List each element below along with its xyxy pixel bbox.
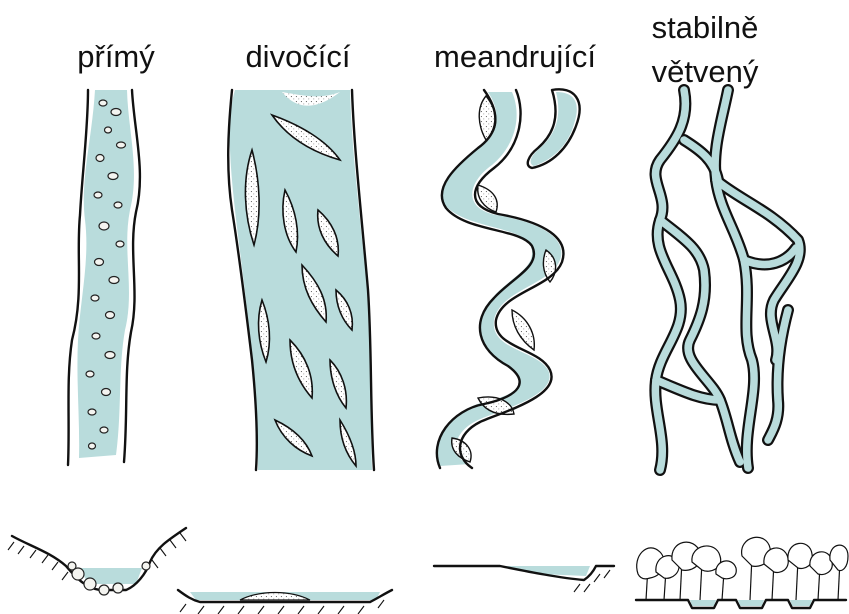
tree-canopies <box>637 537 848 600</box>
meandering-channel <box>437 89 580 468</box>
cross-section-straight <box>8 528 186 595</box>
cross-section-meandering <box>434 566 614 592</box>
straight-channel <box>68 90 140 465</box>
cross-section-anastomosing <box>636 537 848 608</box>
braided-channel <box>228 90 374 470</box>
cross-section-braided <box>178 590 392 614</box>
anastomosing-channels <box>655 90 799 470</box>
